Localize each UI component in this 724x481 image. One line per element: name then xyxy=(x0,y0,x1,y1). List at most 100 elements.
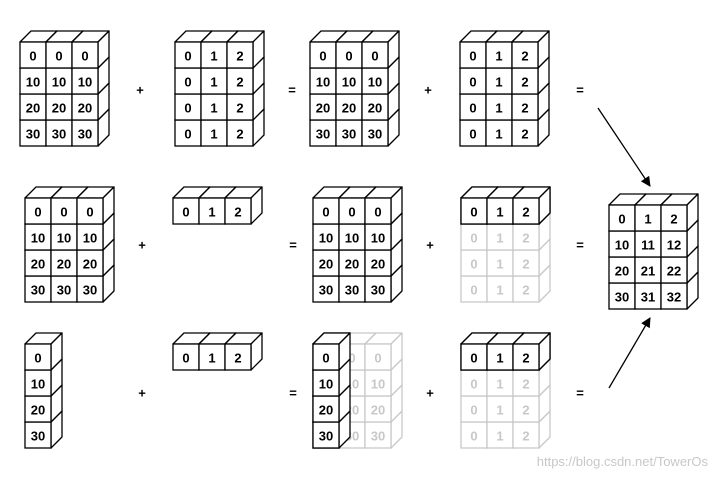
cell-value: 10 xyxy=(78,75,92,90)
cell-value: 2 xyxy=(670,212,677,227)
cell-value: 30 xyxy=(83,283,97,298)
cell-value: 10 xyxy=(615,238,629,253)
cell-value: 0 xyxy=(322,205,329,220)
cell-value: 0 xyxy=(469,127,476,142)
cell-value: 0 xyxy=(182,205,189,220)
cell-value: 0 xyxy=(345,49,352,64)
cell-value: 0 xyxy=(470,283,477,298)
cell-value: 0 xyxy=(86,205,93,220)
array-cell: 2 xyxy=(511,30,550,69)
cell-value: 1 xyxy=(495,49,502,64)
cell-value: 20 xyxy=(345,257,359,272)
cell-value: 0 xyxy=(81,49,88,64)
cell-value: 20 xyxy=(615,264,629,279)
cell-value: 1 xyxy=(210,127,217,142)
cell-value: 10 xyxy=(371,377,385,392)
cell-value: 20 xyxy=(78,101,92,116)
cell-value: 0 xyxy=(470,231,477,246)
cell-value: 0 xyxy=(29,49,36,64)
cell-value: 10 xyxy=(57,231,71,246)
array-cell: 2 xyxy=(224,186,263,225)
cell-value: 20 xyxy=(57,257,71,272)
cell-value: 0 xyxy=(371,49,378,64)
equals-operator: = xyxy=(288,83,296,98)
array-cell: 2 xyxy=(512,186,551,225)
cell-value: 1 xyxy=(496,377,503,392)
cell-value: 1 xyxy=(210,75,217,90)
cell-value: 10 xyxy=(368,75,382,90)
cell-value: 1 xyxy=(496,429,503,444)
cell-value: 1 xyxy=(495,101,502,116)
cell-value: 1 xyxy=(496,351,503,366)
cell-value: 2 xyxy=(236,101,243,116)
cell-value: 2 xyxy=(521,127,528,142)
array-cell: 0 xyxy=(71,30,110,69)
cell-value: 20 xyxy=(316,101,330,116)
cell-value: 0 xyxy=(182,351,189,366)
cell-value: 2 xyxy=(522,257,529,272)
cell-value: 1 xyxy=(496,231,503,246)
cell-value: 2 xyxy=(522,205,529,220)
cell-value: 30 xyxy=(368,127,382,142)
array-cell: 2 xyxy=(660,193,699,232)
cell-value: 20 xyxy=(31,257,45,272)
cell-value: 0 xyxy=(470,351,477,366)
row-column-plus-row-a-broadcast: 3030302020201010100003020100 xyxy=(312,332,403,449)
array-cell: 0 xyxy=(76,186,115,225)
cell-value: 2 xyxy=(522,403,529,418)
cell-value: 1 xyxy=(644,212,651,227)
cell-value: 2 xyxy=(522,283,529,298)
cell-value: 0 xyxy=(470,429,477,444)
equals-operator: = xyxy=(289,386,297,401)
cell-value: 22 xyxy=(667,264,681,279)
cell-value: 1 xyxy=(210,49,217,64)
array-cell: 2 xyxy=(512,332,551,371)
cell-value: 20 xyxy=(83,257,97,272)
cell-value: 20 xyxy=(26,101,40,116)
cell-value: 1 xyxy=(208,351,215,366)
cell-value: 1 xyxy=(496,403,503,418)
cell-value: 1 xyxy=(495,75,502,90)
cell-value: 2 xyxy=(236,49,243,64)
cell-value: 1 xyxy=(496,205,503,220)
cell-value: 0 xyxy=(469,49,476,64)
cell-value: 0 xyxy=(184,101,191,116)
array-cell: 0 xyxy=(312,332,351,371)
array-cell: 10 xyxy=(364,212,403,251)
cell-value: 10 xyxy=(319,377,333,392)
cell-value: 0 xyxy=(470,403,477,418)
equals-operator: = xyxy=(576,386,584,401)
cell-value: 2 xyxy=(521,101,528,116)
cell-value: 30 xyxy=(319,283,333,298)
cell-value: 0 xyxy=(55,49,62,64)
cell-value: 30 xyxy=(319,429,333,444)
row-full-plus-row-b: 0 1 2 xyxy=(172,186,263,225)
array-cell: 0 xyxy=(361,30,400,69)
cell-value: 10 xyxy=(371,231,385,246)
cell-value: 30 xyxy=(345,283,359,298)
cell-value: 1 xyxy=(208,205,215,220)
cell-value: 30 xyxy=(52,127,66,142)
cell-value: 0 xyxy=(374,205,381,220)
cell-value: 2 xyxy=(521,75,528,90)
array-cell: 0 xyxy=(24,332,63,371)
cell-value: 2 xyxy=(522,377,529,392)
cell-value: 10 xyxy=(342,75,356,90)
cell-value: 30 xyxy=(57,283,71,298)
cell-value: 0 xyxy=(322,351,329,366)
cell-value: 30 xyxy=(316,127,330,142)
cell-value: 2 xyxy=(234,205,241,220)
cell-value: 21 xyxy=(641,264,655,279)
cell-value: 10 xyxy=(316,75,330,90)
cell-value: 20 xyxy=(52,101,66,116)
cell-value: 20 xyxy=(368,101,382,116)
cell-value: 2 xyxy=(236,75,243,90)
cell-value: 0 xyxy=(60,205,67,220)
